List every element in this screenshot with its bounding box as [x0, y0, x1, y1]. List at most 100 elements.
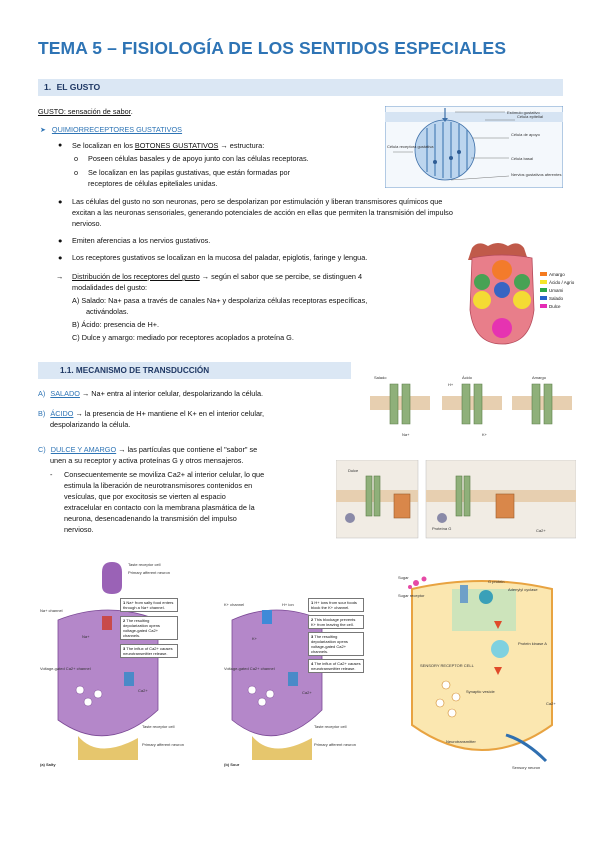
trans-c-sub: - Consecuentemente se moviliza Ca2+ al i…: [50, 469, 322, 535]
sour-label: Ca2+: [302, 690, 312, 695]
ion-label: K+: [482, 432, 488, 437]
botones-post: → estructura:: [218, 141, 265, 150]
legend-swatch: [540, 272, 547, 276]
trans-acido: B) ÁCIDO → la presencia de H+ mantiene e…: [38, 408, 356, 430]
bud-label: Célula basal: [511, 156, 533, 161]
sour-diagram: K+ channel H+ ion K+ Voltage-gated Ca2+ …: [224, 602, 356, 767]
trans-b-text: → la presencia de H+ mantiene el K+ en e…: [73, 409, 265, 418]
salty-title: (a) Salty: [40, 762, 56, 767]
section-label: EL GUSTO: [56, 82, 101, 92]
step-box: 2 The resulting depolarization opens vol…: [120, 616, 178, 640]
gprotein-diagram: Dulce Proteína G Ca2+: [335, 459, 577, 539]
bud-label: Nervios gustativos aferentes: [511, 172, 561, 177]
quimio-heading: ➤ QUIMIORRECEPTORES GUSTATIVOS: [40, 124, 182, 136]
bullet-line: Emiten aferencias a los nervios gustativ…: [72, 236, 211, 245]
quimio-label: QUIMIORRECEPTORES GUSTATIVOS: [51, 125, 183, 134]
botones-sub2b: receptores de células epiteliales unidas…: [88, 179, 218, 188]
step-text: This blockage prevents K+ from leaving t…: [311, 617, 356, 627]
trans-c-sub-line: vesículas, que por exocitosis se vierten…: [64, 492, 226, 501]
bud-label: Célula de apoyo: [511, 132, 541, 137]
legend-item: Ácido / Agrio: [540, 278, 599, 286]
section-header-gusto: 1. EL GUSTO: [38, 79, 563, 96]
botones-sub1: o Poseen células basales y de apoyo junt…: [74, 153, 384, 164]
gusto-term-end: .: [130, 107, 133, 116]
sour-label: Primary afferent neuron: [314, 742, 356, 747]
taste-bud-figure: Estímulo gustativo Célula epitelial Célu…: [384, 105, 564, 189]
trans-c-text: → las partículas que contiene el "sabor"…: [116, 445, 258, 454]
botones-item: ● Se localizan en los BOTONES GUSTATIVOS…: [58, 140, 378, 151]
modalidad-salado: A) Salado: Na+ pasa a través de canales …: [72, 296, 368, 305]
bullet-icon: ●: [58, 253, 63, 262]
legend-label: Amargo: [549, 271, 565, 277]
circle-bullet-icon: o: [74, 154, 79, 163]
distribucion-link: Distribución de los receptores del gusto: [72, 272, 200, 281]
trans-salado: A) SALADO → Na+ entra al interior celula…: [38, 388, 353, 399]
salty-label: Voltage-gated Ca2+ channel: [40, 666, 91, 671]
gusto-definition: GUSTO: sensación de sabor.: [38, 106, 133, 117]
page-title: TEMA 5 – FISIOLOGÍA DE LOS SENTIDOS ESPE…: [38, 38, 507, 58]
distribucion-block: → Distribución de los receptores del gus…: [56, 271, 453, 343]
channels-diagram: Salado Ácido Amargo Na+ H+ K+: [370, 375, 572, 437]
list-item: ● Los receptores gustativos se localizan…: [58, 252, 563, 263]
sweet-label: G protein: [488, 579, 504, 584]
legend-item: Salado: [540, 294, 599, 302]
sweet-label: Sensory neuron: [512, 765, 540, 770]
sweet-label: Neurotransmitter: [446, 739, 476, 744]
sour-figure: K+ channel H+ ion K+ Voltage-gated Ca2+ …: [222, 560, 360, 770]
trans-c-sub-line: neurona, desencadenando la transmisión d…: [64, 514, 237, 523]
trans-a-link: SALADO: [50, 389, 80, 398]
salty-label: Ca2+: [138, 688, 148, 693]
trans-c-text2: unen a su receptor y activa proteínas G …: [50, 456, 244, 465]
distribucion-post: → según el sabor que se percibe, se dist…: [199, 272, 363, 281]
step-text: H+ ions from sour foods block the K+ cha…: [311, 600, 357, 610]
step-text: The resulting depolarization opens volta…: [311, 634, 348, 654]
bud-label: Estímulo gustativo: [507, 110, 540, 115]
bud-label: Célula receptora gustativa: [387, 144, 434, 149]
dash-icon: -: [50, 470, 53, 479]
legend-label: Umami: [549, 287, 564, 293]
tongue-figure: [468, 240, 568, 346]
sour-label: K+ channel: [224, 602, 244, 607]
step-text: The resulting depolarization opens volta…: [123, 618, 160, 638]
channels-figure: Salado Ácido Amargo Na+ H+ K+: [362, 370, 576, 444]
bullet-line: Las células del gusto no son neuronas, p…: [72, 197, 443, 206]
botones-link: BOTONES GUSTATIVOS: [134, 141, 219, 150]
trans-c-sub-line: nervioso.: [64, 525, 94, 534]
step-box: 2 This blockage prevents K+ from leaving…: [308, 615, 364, 629]
step-text: The influx of Ca2+ causes neurotransmitt…: [123, 646, 173, 656]
gusto-term: GUSTO: sensación de sabor: [38, 107, 131, 116]
sour-label: Voltage-gated Ca2+ channel: [224, 666, 275, 671]
gprot-label: Proteína G: [432, 526, 451, 531]
trans-dulce-amargo: C) DULCE Y AMARGO → las partículas que c…: [38, 444, 356, 466]
trans-c-letter: C): [38, 445, 46, 454]
modalidad-salado-cont: activándolas.: [86, 307, 129, 316]
section-header-transduccion: 1.1. MECANISMO DE TRANSDUCCIÓN: [38, 362, 351, 379]
tongue-legend: Amargo Ácido / Agrio Umami Salado Dulce: [540, 270, 599, 310]
gprot-label: Dulce: [348, 468, 359, 473]
bullet-list: ● Las células del gusto no son neuronas,…: [58, 196, 563, 263]
channel-label: Salado: [374, 375, 387, 380]
modalidad-dulce-amargo: C) Dulce y amargo: mediado por receptore…: [72, 333, 294, 342]
ion-label: Na+: [402, 432, 410, 437]
bullet-line: nervioso.: [72, 219, 102, 228]
bullet-line: Los receptores gustativos se localizan e…: [72, 253, 368, 262]
list-item: ● Emiten aferencias a los nervios gustat…: [58, 235, 563, 246]
trans-a-letter: A): [38, 389, 46, 398]
sweet-figure: Sugar G protein Sugar receptor Adenylyl …: [396, 575, 568, 773]
sour-label: K+: [252, 636, 258, 641]
step-box: 3 The resulting depolarization opens vol…: [308, 632, 364, 656]
sweet-label: Sugar: [398, 575, 409, 580]
trans-b-letter: B): [38, 409, 46, 418]
step-text: The influx of Ca2+ causes neurotransmitt…: [311, 661, 361, 671]
trans-c-link: DULCE Y AMARGO: [50, 445, 117, 454]
bullet-icon: ●: [58, 142, 63, 149]
sour-steps: 1 H+ ions from sour foods block the K+ c…: [308, 598, 364, 673]
legend-label: Dulce: [549, 303, 561, 309]
botones-sub2a: Se localizan en las papilas gustativas, …: [88, 168, 291, 177]
legend-swatch: [540, 296, 547, 300]
salty-label: Na+: [82, 634, 90, 639]
sweet-label: Sugar receptor: [398, 593, 425, 598]
salty-top-label: Primary afferent neuron: [128, 570, 170, 575]
gprot-label: Ca2+: [536, 528, 546, 533]
arrow-right-icon: →: [56, 272, 64, 281]
